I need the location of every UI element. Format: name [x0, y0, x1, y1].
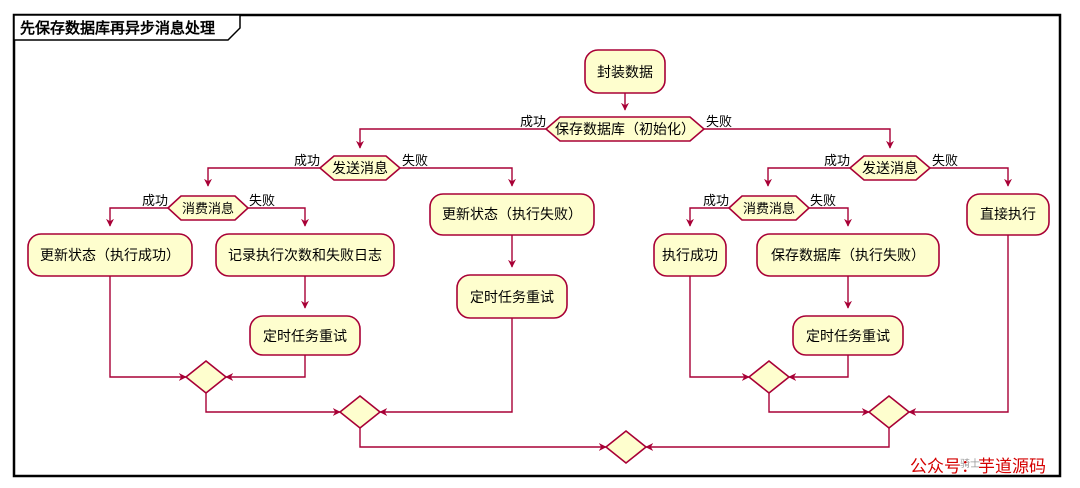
node-direct-exec: 直接执行: [966, 193, 1050, 236]
label-fail-top: 失败: [706, 115, 732, 130]
svg-text:消费消息: 消费消息: [743, 201, 795, 217]
svg-text:执行成功: 执行成功: [662, 248, 718, 264]
branch-labels: 成功 失败 成功 失败 成功 失败 成功 失败 成功 失败: [142, 115, 958, 209]
label-fail-right-send: 失败: [932, 154, 958, 169]
node-retry-2: 定时任务重试: [456, 274, 568, 319]
node-encapsulate: 封装数据: [584, 49, 666, 94]
node-save-db-fail: 保存数据库（执行失败）: [756, 233, 940, 277]
merge-diamond-4: [867, 394, 911, 430]
node-update-success: 更新状态（执行成功）: [27, 233, 193, 277]
decision-consume-left: 消费消息: [166, 195, 250, 221]
decision-consume-right: 消费消息: [727, 195, 811, 221]
svg-text:消费消息: 消费消息: [182, 201, 234, 217]
svg-text:定时任务重试: 定时任务重试: [263, 329, 347, 345]
merge-diamond-2: [338, 394, 382, 430]
label-success-left-send: 成功: [294, 154, 320, 169]
merge-diamond-3: [747, 359, 791, 395]
decision-send-msg-left: 发送消息: [318, 155, 402, 181]
node-retry-1: 定时任务重试: [249, 315, 361, 356]
merge-diamond-final: [604, 429, 648, 465]
svg-text:更新状态（执行失败）: 更新状态（执行失败）: [442, 207, 582, 223]
label-fail-left-consume: 失败: [249, 194, 275, 209]
label-success-right-send: 成功: [824, 154, 850, 169]
node-exec-success: 执行成功: [653, 233, 727, 277]
decision-send-msg-right: 发送消息: [848, 155, 932, 181]
svg-text:保存数据库（初始化）: 保存数据库（初始化）: [555, 121, 695, 138]
svg-text:发送消息: 发送消息: [862, 160, 918, 177]
title-tab: [13, 14, 241, 41]
label-success-left-consume: 成功: [142, 194, 168, 209]
merge-diamond-1: [184, 359, 228, 395]
label-success-top: 成功: [520, 115, 546, 130]
label-success-right-consume: 成功: [703, 194, 729, 209]
svg-text:更新状态（执行成功）: 更新状态（执行成功）: [40, 248, 180, 264]
svg-text:定时任务重试: 定时任务重试: [470, 290, 554, 306]
svg-text:发送消息: 发送消息: [332, 160, 388, 177]
watermark-faint: 骑士: [960, 457, 980, 470]
node-retry-3: 定时任务重试: [792, 315, 904, 356]
label-fail-right-consume: 失败: [810, 194, 836, 209]
svg-text:记录执行次数和失败日志: 记录执行次数和失败日志: [228, 248, 382, 264]
node-record-fail-log: 记录执行次数和失败日志: [215, 233, 395, 277]
svg-text:直接执行: 直接执行: [980, 206, 1036, 223]
decision-save-db-init: 保存数据库（初始化）: [544, 116, 706, 142]
watermark: 公众号：芋道源码: [910, 457, 1046, 477]
diagram-title: 先保存数据库再异步消息处理: [20, 19, 215, 37]
svg-text:封装数据: 封装数据: [597, 65, 653, 81]
node-update-fail: 更新状态（执行失败）: [429, 193, 595, 236]
edges: [106, 93, 1012, 451]
label-fail-left-send: 失败: [402, 154, 428, 169]
svg-text:定时任务重试: 定时任务重试: [806, 329, 890, 345]
svg-text:保存数据库（执行失败）: 保存数据库（执行失败）: [771, 248, 925, 264]
